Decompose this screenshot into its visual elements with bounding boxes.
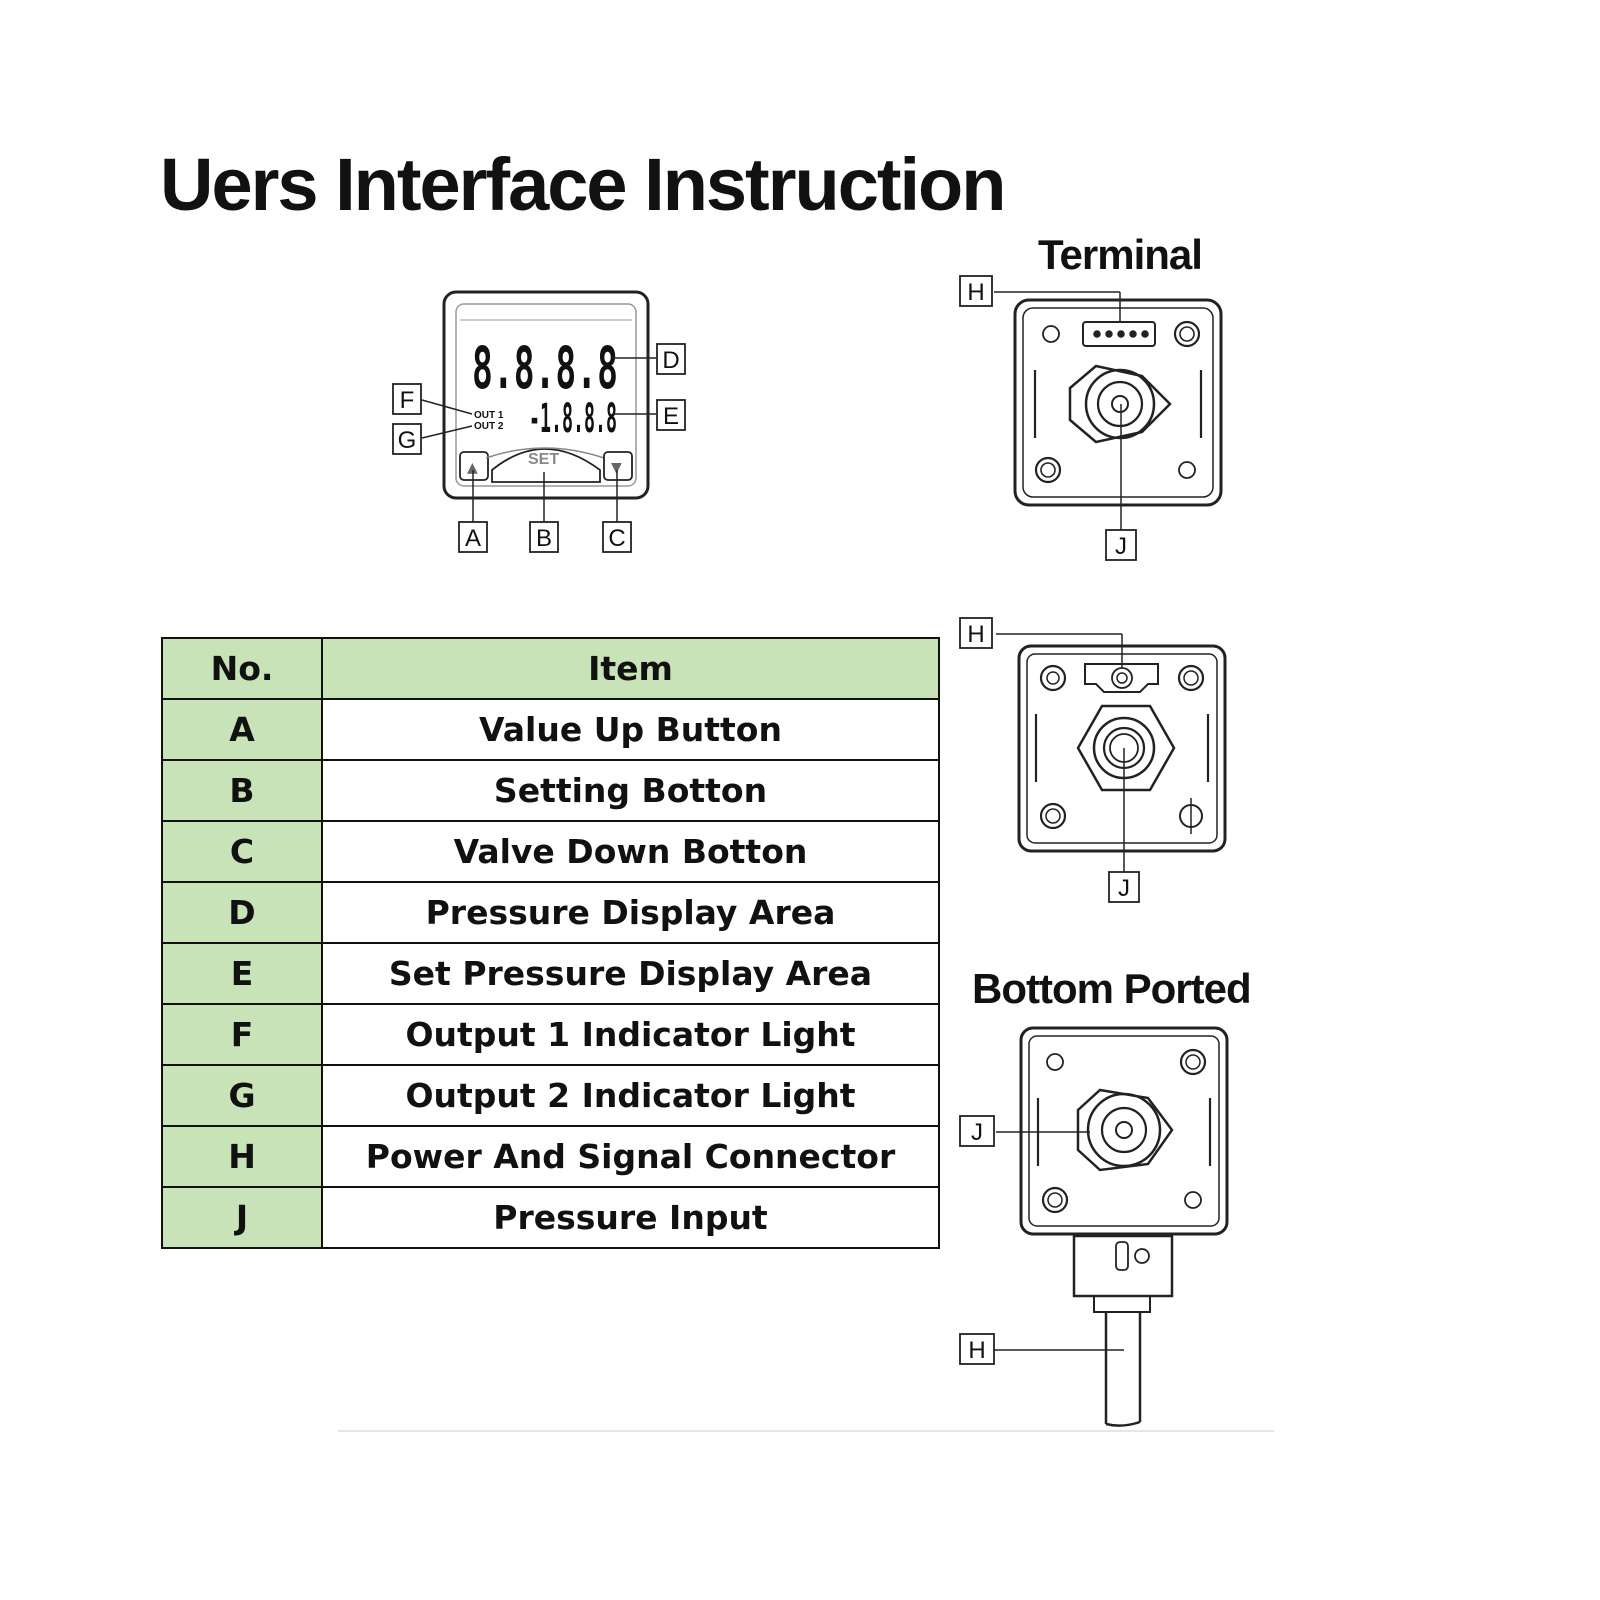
set-button-label: SET xyxy=(528,451,559,468)
bottom-ported-heading: Bottom Ported xyxy=(972,965,1252,1012)
row-no: B xyxy=(161,759,323,822)
row-no: C xyxy=(161,820,323,883)
table-row: A Value Up Button xyxy=(161,698,940,761)
callout-H-alternate: H xyxy=(959,617,993,649)
row-no: A xyxy=(161,698,323,761)
table-row: G Output 2 Indicator Light xyxy=(161,1064,940,1127)
out2-indicator-label: OUT 2 xyxy=(474,421,504,432)
callout-H-terminal: H xyxy=(959,275,993,307)
terminal-back-view: H J xyxy=(959,275,1223,561)
svg-text:H: H xyxy=(968,1337,985,1364)
row-no: J xyxy=(161,1186,323,1249)
row-no: G xyxy=(161,1064,323,1127)
svg-text:H: H xyxy=(967,279,984,306)
svg-text:J: J xyxy=(1115,533,1127,560)
front-panel-device: 8.8.8.8 -1.8.8.8 OUT 1 OUT 2 ▲ SET ▼ D E… xyxy=(392,290,686,553)
svg-text:G: G xyxy=(398,427,417,454)
page-title: Uers Interface Instruction xyxy=(160,143,1006,226)
row-item: Output 1 Indicator Light xyxy=(321,1003,940,1066)
alternate-back-view: H J xyxy=(959,617,1227,903)
callout-J-terminal: J xyxy=(1105,529,1137,561)
items-table: No. Item A Value Up Button B Setting Bot… xyxy=(161,637,940,1249)
svg-text:C: C xyxy=(608,525,625,552)
down-arrow-icon: ▼ xyxy=(611,460,622,476)
callout-E: E xyxy=(656,399,686,431)
column-header-no: No. xyxy=(161,637,323,700)
divider xyxy=(338,1430,1274,1432)
callout-G: G xyxy=(392,423,422,455)
svg-text:H: H xyxy=(967,621,984,648)
svg-text:A: A xyxy=(465,525,481,552)
callout-F: F xyxy=(392,383,422,415)
callout-D: D xyxy=(656,343,686,375)
table-row: D Pressure Display Area xyxy=(161,881,940,944)
callout-J-bottom: J xyxy=(959,1115,995,1147)
svg-text:F: F xyxy=(400,387,415,414)
up-arrow-icon: ▲ xyxy=(467,460,478,476)
row-no: F xyxy=(161,1003,323,1066)
svg-text:D: D xyxy=(662,347,679,374)
table-row: C Valve Down Botton xyxy=(161,820,940,883)
row-item: Power And Signal Connector xyxy=(321,1125,940,1188)
value-down-button[interactable] xyxy=(603,451,633,481)
row-item: Valve Down Botton xyxy=(321,820,940,883)
row-item: Output 2 Indicator Light xyxy=(321,1064,940,1127)
callout-J-alternate: J xyxy=(1108,871,1140,903)
svg-text:J: J xyxy=(971,1119,983,1146)
row-item: Set Pressure Display Area xyxy=(321,942,940,1005)
row-item: Setting Botton xyxy=(321,759,940,822)
row-no: H xyxy=(161,1125,323,1188)
table-row: F Output 1 Indicator Light xyxy=(161,1003,940,1066)
out1-indicator-label: OUT 1 xyxy=(474,410,504,421)
set-button[interactable] xyxy=(491,448,601,483)
column-header-item: Item xyxy=(321,637,940,700)
svg-text:B: B xyxy=(536,525,552,552)
table-row: B Setting Botton xyxy=(161,759,940,822)
bottom-ported-view: J H xyxy=(959,1026,1229,1427)
table-row: J Pressure Input xyxy=(161,1186,940,1249)
table-header-row: No. Item xyxy=(161,637,940,700)
svg-text:E: E xyxy=(663,403,679,430)
table-row: E Set Pressure Display Area xyxy=(161,942,940,1005)
value-up-button[interactable] xyxy=(459,451,489,481)
callout-C: C xyxy=(602,521,632,553)
main-display-digits: 8.8.8.8 xyxy=(472,334,618,402)
row-item: Pressure Input xyxy=(321,1186,940,1249)
row-no: E xyxy=(161,942,323,1005)
terminal-heading: Terminal xyxy=(1038,231,1203,278)
svg-text:J: J xyxy=(1118,875,1130,902)
table-row: H Power And Signal Connector xyxy=(161,1125,940,1188)
callout-B: B xyxy=(529,521,559,553)
row-no: D xyxy=(161,881,323,944)
callout-A: A xyxy=(458,521,488,553)
row-item: Value Up Button xyxy=(321,698,940,761)
callout-H-bottom: H xyxy=(959,1333,995,1365)
row-item: Pressure Display Area xyxy=(321,881,940,944)
sub-display-digits: -1.8.8.8 xyxy=(529,396,617,442)
